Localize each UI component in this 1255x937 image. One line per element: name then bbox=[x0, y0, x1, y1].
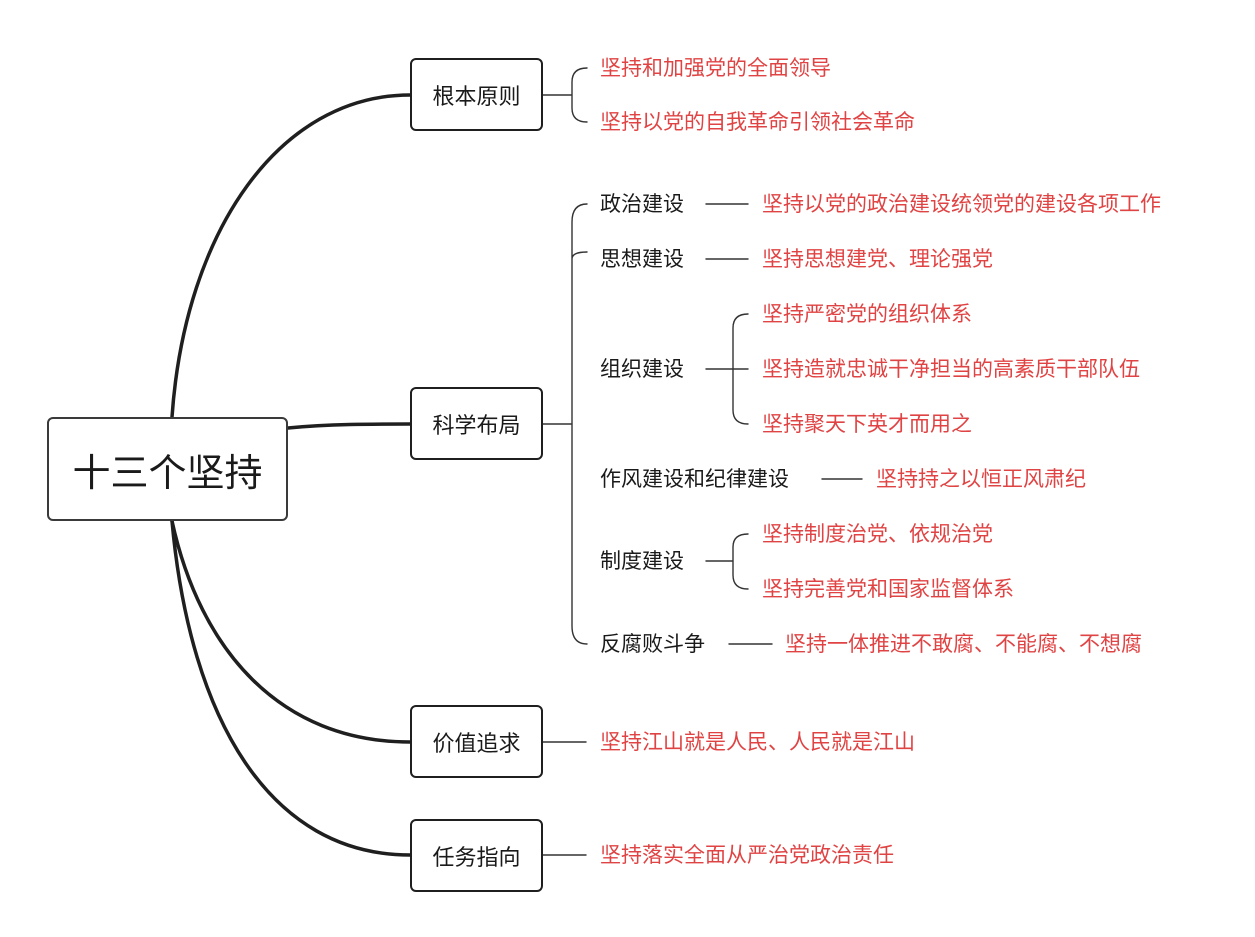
sub-node-anticorruption[interactable]: 反腐败斗争 bbox=[600, 632, 705, 656]
branch-label: 任务指向 bbox=[432, 845, 521, 871]
bracket-b1 bbox=[542, 67, 588, 123]
connector-root-b1 bbox=[170, 93, 412, 419]
sub-node-system[interactable]: 制度建设 bbox=[600, 549, 684, 573]
sub-node-organization[interactable]: 组织建设 bbox=[600, 357, 684, 381]
branch-node-task-direction[interactable]: 任务指向 bbox=[410, 819, 543, 892]
leaf-b1-1: 坚持和加强党的全面领导 bbox=[600, 56, 831, 80]
connector-root-b2 bbox=[286, 422, 412, 430]
leaf-organization-2: 坚持造就忠诚干净担当的高素质干部队伍 bbox=[762, 357, 1140, 381]
leaf-anticorruption-1: 坚持一体推进不敢腐、不能腐、不想腐 bbox=[785, 632, 1142, 656]
connector-root-b3 bbox=[170, 519, 412, 744]
branch-node-value-pursuit[interactable]: 价值追求 bbox=[410, 705, 543, 778]
sub-node-politics[interactable]: 政治建设 bbox=[600, 192, 684, 216]
leaf-style-1: 坚持持之以恒正风肃纪 bbox=[876, 467, 1086, 491]
leaf-organization-1: 坚持严密党的组织体系 bbox=[762, 302, 972, 326]
leaf-organization-3: 坚持聚天下英才而用之 bbox=[762, 412, 972, 436]
leaf-thought-1: 坚持思想建党、理论强党 bbox=[762, 247, 993, 271]
leaf-politics-1: 坚持以党的政治建设统领党的建设各项工作 bbox=[762, 192, 1161, 216]
leaf-b4-1: 坚持落实全面从严治党政治责任 bbox=[600, 843, 894, 867]
branch-node-fundamental-principle[interactable]: 根本原则 bbox=[410, 58, 543, 131]
bracket-b2 bbox=[542, 203, 588, 645]
bracket-sub-system bbox=[705, 533, 749, 590]
leaf-b1-2: 坚持以党的自我革命引领社会革命 bbox=[600, 110, 915, 134]
root-label: 十三个坚持 bbox=[72, 450, 263, 495]
branch-node-scientific-layout[interactable]: 科学布局 bbox=[410, 387, 543, 460]
branch-label: 价值追求 bbox=[432, 731, 521, 757]
branch-label: 根本原则 bbox=[432, 84, 521, 110]
leaf-b3-1: 坚持江山就是人民、人民就是江山 bbox=[600, 730, 915, 754]
leaf-system-1: 坚持制度治党、依规治党 bbox=[762, 522, 993, 546]
leaf-system-2: 坚持完善党和国家监督体系 bbox=[762, 577, 1014, 601]
connector-root-b4 bbox=[170, 519, 412, 857]
branch-label: 科学布局 bbox=[432, 413, 521, 439]
root-node[interactable]: 十三个坚持 bbox=[47, 417, 288, 521]
bracket-sub-organization bbox=[705, 313, 749, 425]
sub-node-thought[interactable]: 思想建设 bbox=[600, 247, 684, 271]
sub-node-style-discipline[interactable]: 作风建设和纪律建设 bbox=[600, 467, 789, 491]
